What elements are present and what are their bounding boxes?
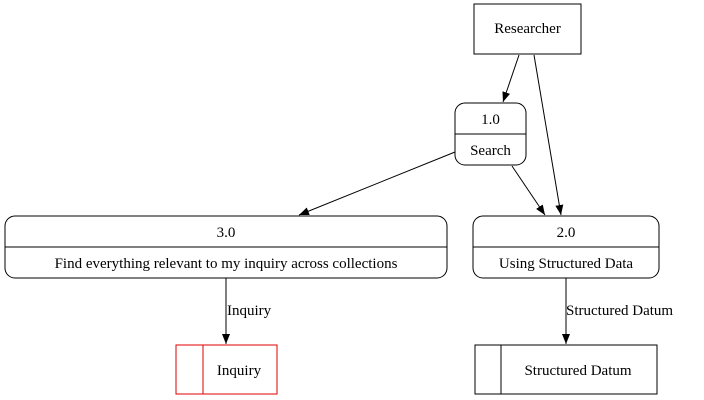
process-3-0-name: Find everything relevant to my inquiry a… bbox=[55, 256, 398, 272]
process-3-0[interactable]: 3.0 Find everything relevant to my inqui… bbox=[4, 215, 448, 279]
process-2-0[interactable]: 2.0 Using Structured Data bbox=[472, 215, 660, 279]
data-store-inquiry[interactable]: Inquiry bbox=[175, 344, 278, 395]
flow-search-to-find-everything bbox=[298, 151, 456, 216]
process-1-0[interactable]: 1.0 Search bbox=[454, 102, 527, 166]
entity-researcher[interactable]: Researcher bbox=[473, 3, 582, 55]
flows bbox=[222, 54, 570, 344]
process-1-0-name: Search bbox=[470, 143, 511, 159]
process-2-0-id: 2.0 bbox=[557, 225, 576, 241]
flow-researcher-to-search bbox=[502, 54, 520, 103]
entity-researcher-label: Researcher bbox=[494, 21, 561, 37]
flow-search-to-structured-data bbox=[511, 165, 546, 216]
flow-label-inquiry: Inquiry bbox=[227, 303, 272, 319]
data-store-inquiry-label: Inquiry bbox=[217, 363, 262, 379]
flow-label-structured-datum: Structured Datum bbox=[566, 303, 673, 319]
process-1-0-id: 1.0 bbox=[481, 112, 500, 128]
process-3-0-id: 3.0 bbox=[217, 225, 236, 241]
data-store-structured-datum[interactable]: Structured Datum bbox=[474, 344, 658, 395]
process-2-0-name: Using Structured Data bbox=[499, 256, 633, 272]
data-store-structured-datum-label: Structured Datum bbox=[524, 363, 631, 379]
flow-researcher-to-structured-data bbox=[533, 54, 564, 216]
